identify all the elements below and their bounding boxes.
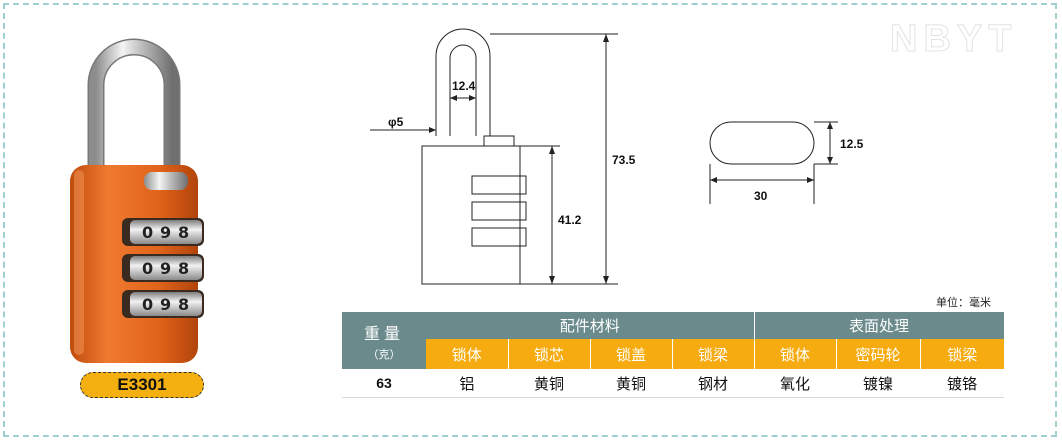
- dimension-drawing: 12.4 φ5 73.5 41.2 12.5 30: [370, 28, 864, 285]
- body-height-label: 41.2: [558, 213, 582, 227]
- table-cell: 黄铜: [508, 369, 590, 398]
- group-parts-material: 配件材料: [426, 312, 755, 339]
- subheader-cell: 锁盖: [590, 339, 673, 369]
- subheader-cell: 锁梁: [920, 339, 1005, 369]
- table-cell: 铝: [426, 369, 508, 398]
- table-cell: 镀铬: [920, 369, 1005, 398]
- shackle-width-label: 12.4: [452, 79, 476, 93]
- subheader-cell: 锁芯: [508, 339, 591, 369]
- subheader-cell: 锁梁: [672, 339, 755, 369]
- total-height-label: 73.5: [612, 153, 636, 167]
- spec-table: 重量 （克） 配件材料 表面处理 锁体 锁芯 锁盖 锁梁 锁体 密码轮 锁梁 6…: [342, 312, 1005, 398]
- subheader-cell: 锁体: [426, 339, 509, 369]
- brand-watermark: NBYT: [889, 18, 1018, 61]
- table-cell: 黄铜: [590, 369, 672, 398]
- svg-text:0: 0: [142, 295, 153, 314]
- body-width-label: 30: [754, 189, 768, 203]
- svg-text:9: 9: [160, 295, 171, 314]
- page-frame: [3, 3, 1057, 437]
- padlock-photo: 0 9 8 0 9 8 0 9 8: [70, 38, 204, 363]
- subheader-cell: 锁体: [754, 339, 837, 369]
- weight-header-cell: 重量 （克）: [342, 312, 426, 369]
- svg-text:0: 0: [142, 259, 153, 278]
- group-surface-treatment: 表面处理: [754, 312, 1005, 339]
- svg-text:9: 9: [160, 223, 171, 242]
- weight-unit: （克）: [367, 347, 401, 361]
- table-cell: 镀镍: [836, 369, 921, 398]
- body-thickness-label: 12.5: [840, 137, 864, 151]
- combination-dials: 0 9 8 0 9 8 0 9 8: [122, 218, 204, 318]
- unit-note: 单位：毫米: [936, 296, 991, 309]
- svg-text:0: 0: [142, 223, 153, 242]
- shackle-diameter-label: φ5: [388, 115, 404, 129]
- svg-text:8: 8: [178, 223, 189, 242]
- weight-header: 重量: [363, 323, 404, 343]
- table-cell: 氧化: [754, 369, 837, 398]
- weight-value: 63: [342, 369, 426, 398]
- svg-text:9: 9: [160, 259, 171, 278]
- svg-text:8: 8: [178, 259, 189, 278]
- subheader-cell: 密码轮: [836, 339, 921, 369]
- table-cell: 钢材: [672, 369, 755, 398]
- svg-text:8: 8: [178, 295, 189, 314]
- table-row: 63 铝 黄铜 黄铜 钢材 氧化 镀镍 镀铬: [342, 369, 1005, 398]
- model-badge: E3301: [80, 372, 204, 398]
